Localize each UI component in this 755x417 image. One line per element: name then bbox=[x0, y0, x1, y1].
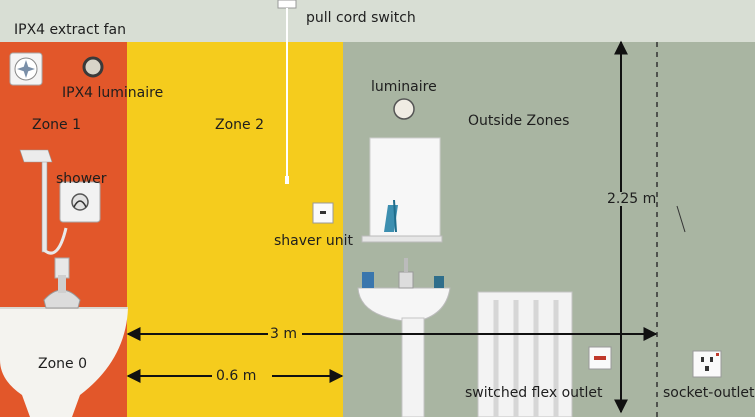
width-3m-label: 3 m bbox=[270, 326, 297, 342]
shaver-unit-label: shaver unit bbox=[274, 233, 353, 249]
electric-shower-icon bbox=[59, 181, 101, 223]
mirror-cabinet-icon bbox=[361, 137, 443, 243]
luminaire-label: luminaire bbox=[371, 79, 437, 95]
switched-flex-outlet-label: switched flex outlet bbox=[465, 385, 603, 401]
shaver-unit-icon bbox=[312, 202, 334, 224]
bath-tap-icon bbox=[43, 257, 81, 309]
washbasin-icon bbox=[357, 258, 451, 417]
ipx4-extract-fan-label: IPX4 extract fan bbox=[14, 22, 127, 38]
extract-fan-icon bbox=[9, 52, 43, 86]
ipx4-luminaire-label: IPX4 luminaire bbox=[62, 85, 164, 101]
switched-flex-outlet-icon bbox=[588, 346, 612, 370]
ipx4-luminaire-icon bbox=[82, 56, 104, 78]
zone0-bath bbox=[0, 308, 128, 417]
zone1-label: Zone 1 bbox=[32, 117, 81, 133]
pull-cord-icon bbox=[277, 0, 297, 184]
zone2-label: Zone 2 bbox=[215, 117, 264, 133]
socket-outlet-label: socket-outlet bbox=[663, 385, 755, 401]
zone2-area bbox=[125, 40, 343, 417]
shower-label: shower bbox=[56, 171, 107, 187]
shower-riser-icon bbox=[19, 149, 68, 255]
height-dimension-label: 2.25 m bbox=[607, 191, 657, 207]
towel-radiator-icon bbox=[477, 291, 573, 417]
width-0.6m-label: 0.6 m bbox=[216, 368, 257, 384]
socket-outlet-icon bbox=[692, 350, 722, 378]
luminaire-icon bbox=[393, 98, 415, 120]
zone0-label: Zone 0 bbox=[38, 356, 87, 372]
outside-zones-label: Outside Zones bbox=[468, 113, 570, 129]
pull-cord-switch-label: pull cord switch bbox=[306, 10, 416, 26]
